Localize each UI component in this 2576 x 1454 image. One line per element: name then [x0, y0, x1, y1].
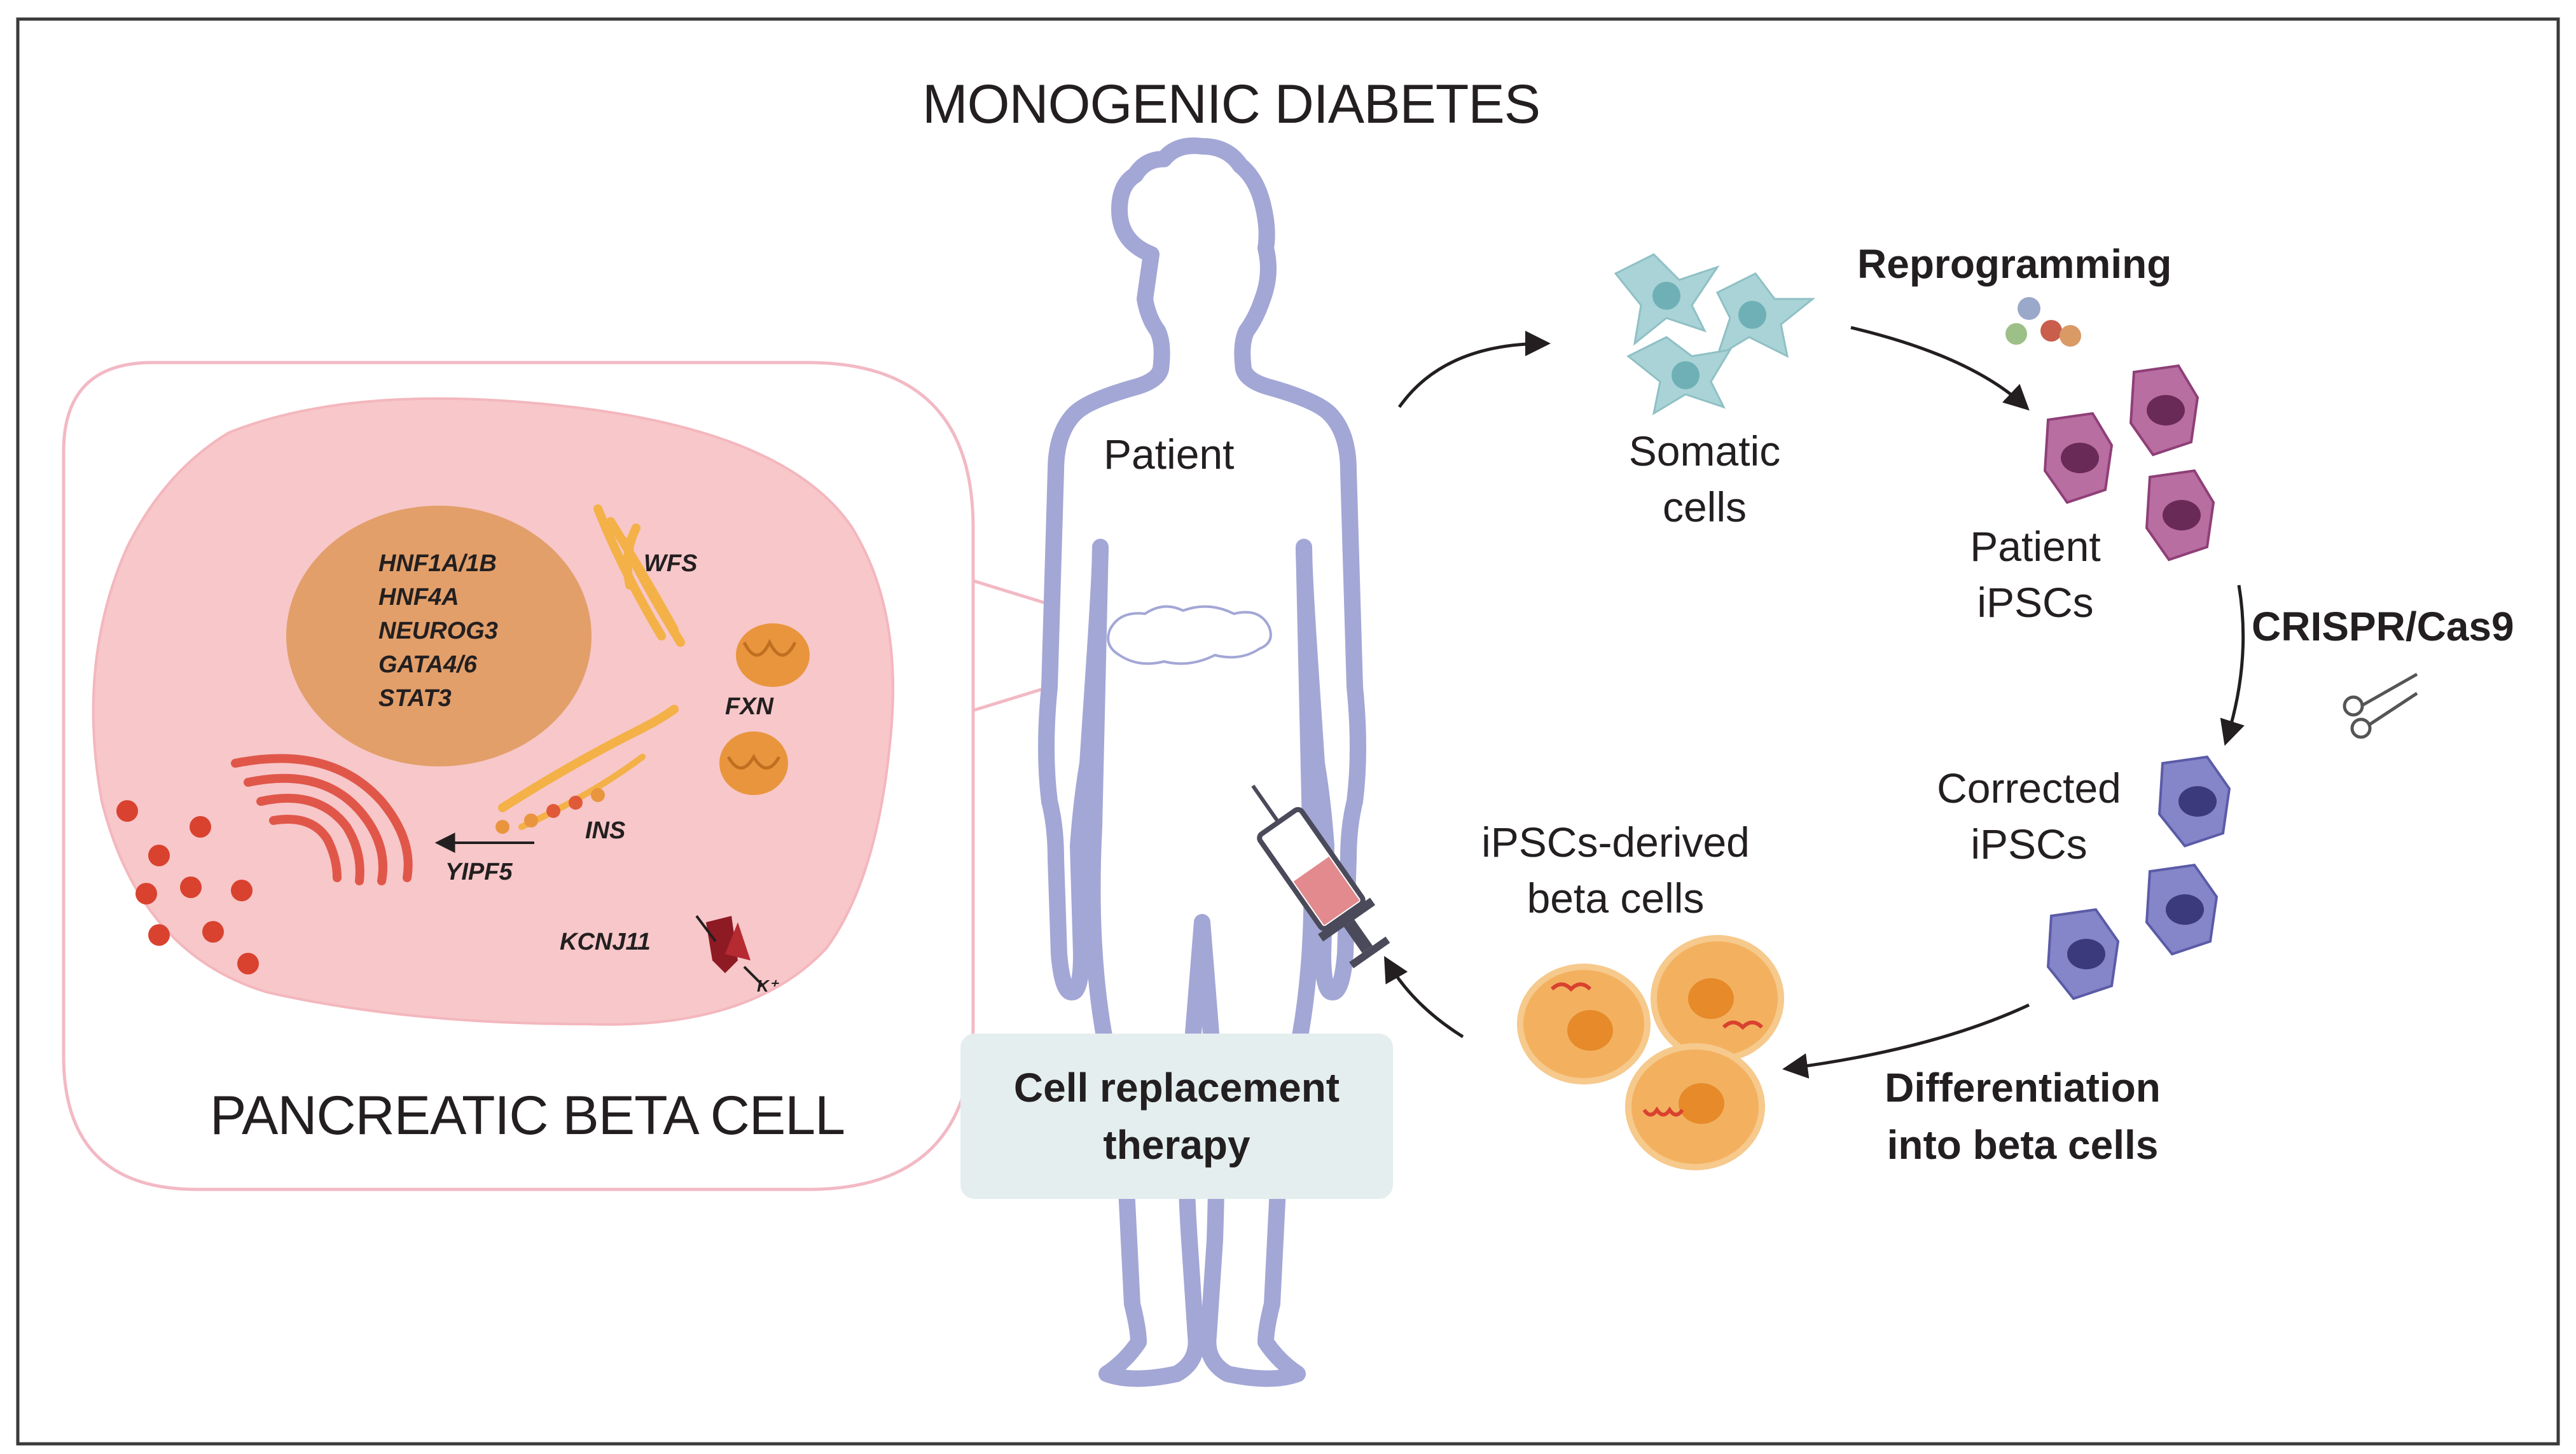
- golgi-icon: [231, 754, 413, 885]
- mitochondrion-icon: [719, 623, 810, 795]
- gene-label-yipf5: YIPF5: [445, 859, 513, 885]
- therapy-line-1: Cell replacement: [1013, 1065, 1340, 1111]
- corrected-line-2: iPSCs: [1970, 820, 2088, 868]
- reprogramming-label: Reprogramming: [1857, 241, 2172, 287]
- gene-label-fxn: FXN: [725, 693, 773, 720]
- gene-label-wfs: WFS: [644, 550, 698, 577]
- pancreas-icon: [1107, 605, 1272, 665]
- derived-beta-cells-icon: [1517, 935, 1784, 1170]
- gene-label: NEUROG3: [378, 618, 498, 644]
- somatic-line-2: cells: [1662, 483, 1747, 530]
- patient-ipscs-label: Patient iPSCs: [1940, 518, 2131, 630]
- corrected-line-1: Corrected: [1937, 765, 2121, 812]
- wfs-er-icon: [593, 504, 685, 647]
- differentiation-line-1: Differentiation: [1885, 1065, 2161, 1111]
- gene-label: HNF4A: [378, 584, 459, 611]
- differentiation-line-2: into beta cells: [1887, 1122, 2159, 1168]
- derived-line-1: iPSCs-derived: [1481, 819, 1750, 866]
- arrow-to-patient: [1384, 956, 1464, 1039]
- somatic-line-1: Somatic: [1628, 427, 1781, 474]
- somatic-cells-icon: [1614, 253, 1816, 416]
- ion-label-k: K⁺: [757, 976, 778, 995]
- kcnj11-channel-icon: [695, 915, 765, 987]
- frame-border: [16, 17, 2560, 1446]
- corrected-ipscs-label: Corrected iPSCs: [1915, 760, 2143, 872]
- nucleus-gene-list: HNF1A/1B HNF4A NEUROG3 GATA4/6 STAT3: [378, 547, 498, 716]
- differentiation-label: Differentiation into beta cells: [1845, 1059, 2201, 1174]
- therapy-line-2: therapy: [1103, 1122, 1250, 1168]
- arrow-reprogramming: [1850, 326, 2030, 411]
- patient-label: Patient: [1104, 431, 1235, 478]
- patient-ipscs-icon: [2043, 364, 2215, 562]
- scissors-icon: [2343, 672, 2418, 739]
- derived-line-2: beta cells: [1527, 875, 1705, 922]
- arrow-differentiation: [1782, 1003, 2030, 1079]
- insulin-vesicles-icon: [495, 705, 679, 834]
- gene-label-ins: INS: [585, 817, 626, 844]
- patient-ipscs-line-1: Patient: [1970, 523, 2101, 570]
- corrected-ipscs-icon: [2046, 755, 2231, 1000]
- patient-ipscs-line-2: iPSCs: [1977, 579, 2094, 626]
- gene-label: STAT3: [378, 685, 452, 712]
- nucleus: [286, 506, 592, 766]
- diagram-title: MONOGENIC DIABETES: [922, 74, 1541, 135]
- somatic-cells-label: Somatic cells: [1603, 423, 1806, 535]
- crispr-label: CRISPR/Cas9: [2252, 604, 2514, 649]
- arrow-to-somatic: [1397, 331, 1551, 408]
- gene-label: HNF1A/1B: [378, 550, 497, 577]
- inset-title: PANCREATIC BETA CELL: [210, 1085, 845, 1146]
- gene-label: GATA4/6: [378, 651, 477, 678]
- therapy-box: [960, 1034, 1393, 1199]
- gene-label-kcnj11: KCNJ11: [560, 929, 651, 955]
- syringe-icon: [1251, 784, 1390, 969]
- reprogramming-factors-icon: [2005, 297, 2081, 347]
- therapy-label: Cell replacement therapy: [980, 1059, 1374, 1174]
- insulin-granules: [116, 800, 259, 974]
- arrow-crispr: [2220, 585, 2245, 746]
- derived-beta-cells-label: iPSCs-derived beta cells: [1469, 814, 1762, 926]
